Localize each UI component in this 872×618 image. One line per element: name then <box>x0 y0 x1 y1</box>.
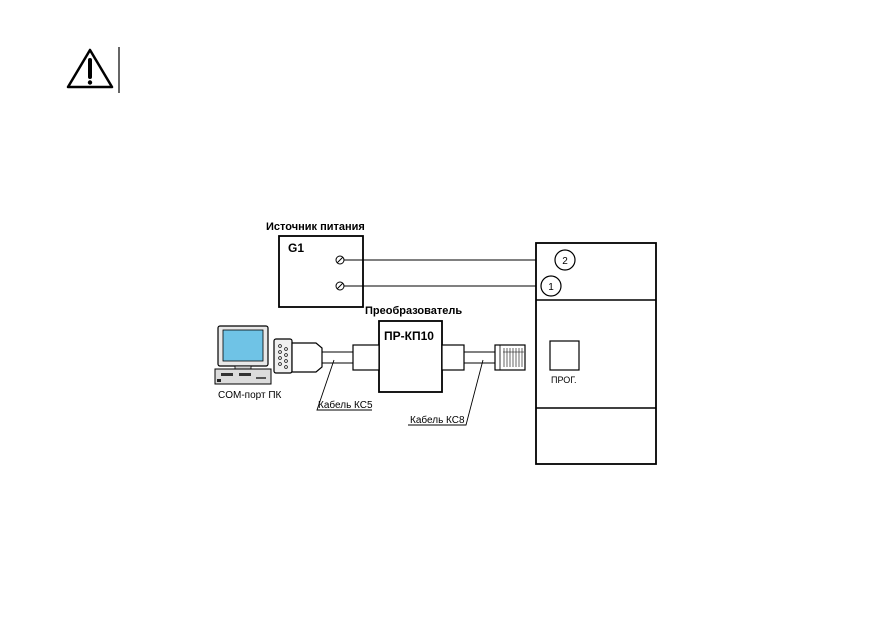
terminal-number-1: 1 <box>548 282 554 293</box>
cable-kc8 <box>441 344 495 371</box>
cable-kc5 <box>322 344 380 371</box>
kc8-leader <box>408 359 484 426</box>
power-source-box <box>278 235 364 308</box>
terminal-icon <box>335 281 345 291</box>
computer-icon <box>214 325 272 385</box>
kc5-leader <box>316 359 372 411</box>
power-source-title: Источник питания <box>266 221 365 233</box>
rj-connector-icon <box>494 344 526 371</box>
terminal-marker-1 <box>540 275 562 297</box>
pc-label: COM-порт ПК <box>218 390 282 401</box>
kc5-label: Кабель КС5 <box>318 399 373 411</box>
terminal-marker-2 <box>554 249 576 271</box>
terminal-number-2: 2 <box>562 256 568 267</box>
converter-label: ПР-КП10 <box>384 329 434 343</box>
converter-title: Преобразователь <box>365 305 462 317</box>
db9-connector-icon <box>273 338 323 374</box>
converter-box <box>378 320 443 393</box>
kc8-label: Кабель КС8 <box>410 414 465 426</box>
prog-label: ПРОГ. <box>551 375 577 385</box>
prog-port <box>549 340 580 371</box>
terminal-icon <box>335 255 345 265</box>
warning-icon <box>66 48 114 89</box>
power-source-label: G1 <box>288 241 304 255</box>
